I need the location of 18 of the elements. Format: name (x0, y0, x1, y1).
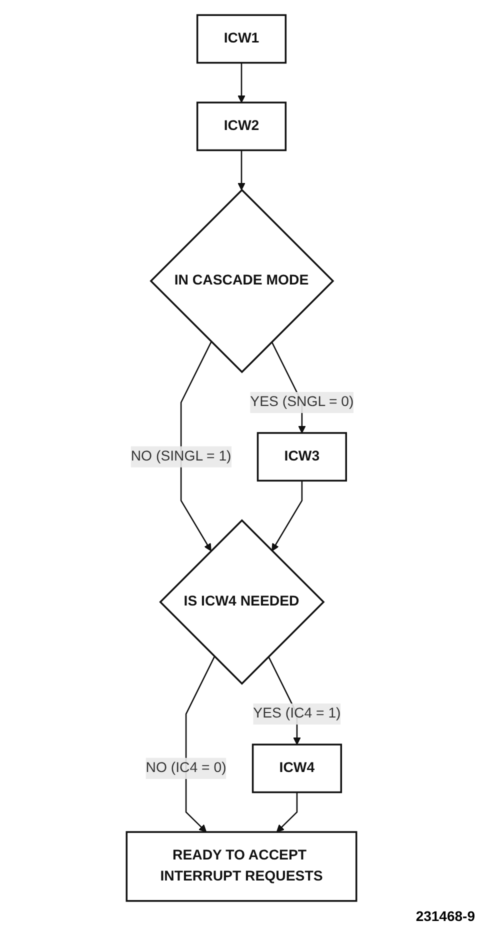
arrow (272, 480, 303, 552)
node-diamond: IN CASCADE MODE (150, 188, 334, 374)
node-diamond: IS ICW4 NEEDED (159, 519, 325, 685)
arrow (276, 792, 298, 832)
arrow (238, 62, 246, 103)
node-box: READY TO ACCEPT INTERRUPT REQUESTS (126, 831, 358, 902)
node-box: ICW1 (196, 14, 287, 64)
edge-label: NO (IC4 = 0) (146, 760, 226, 776)
arrow (238, 150, 246, 190)
node-box: ICW2 (196, 102, 287, 152)
node-box: ICW3 (256, 432, 347, 482)
edge-label: NO (SINGL = 1) (130, 448, 232, 464)
figure-number: 231468-9 (416, 908, 475, 924)
node-box: ICW4 (252, 744, 342, 794)
edge-label: YES (SNGL = 0) (250, 394, 354, 410)
edge-label: YES (IC4 = 1) (253, 706, 341, 722)
arrow (180, 341, 212, 552)
arrow (185, 656, 216, 832)
